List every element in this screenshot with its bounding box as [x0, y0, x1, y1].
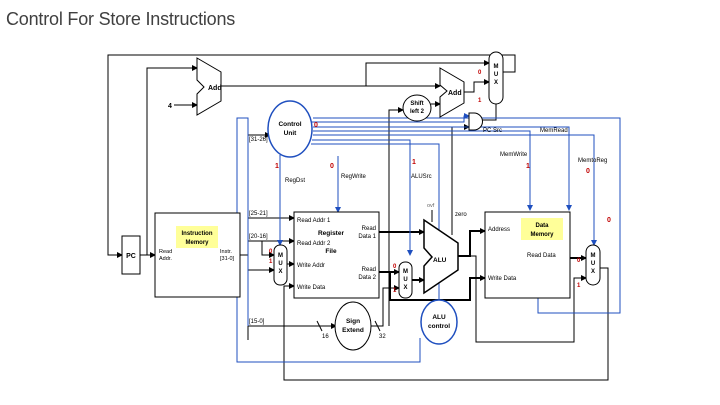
value-regdst-mux-0: 0	[269, 249, 273, 255]
control-signal-values: 0 1 0 1 1 0 0 0 1 0 1 0 1 0 1	[269, 70, 611, 294]
value-mem-write: 1	[526, 163, 530, 170]
shift-line-2: left 2	[410, 109, 425, 115]
instruction-memory-instr: Instr.[31-0]	[220, 249, 235, 262]
pc-adder: Add 4	[168, 57, 222, 116]
shift-left-2: Shift left 2	[402, 94, 432, 122]
ctrl-alusrc	[312, 139, 413, 256]
width-32: 32	[379, 334, 386, 340]
bit-labels: [31-26] [25-21] [20-16] [15-0]	[249, 137, 268, 325]
label-mem-read: MemRead	[540, 128, 568, 134]
value-reg-dst: 1	[275, 163, 279, 170]
wire-instruction-bus	[240, 254, 249, 340]
label-mem-to-reg: MemtoReg	[578, 158, 607, 164]
label-pc-src: PC Src	[483, 128, 502, 134]
data-memory-write-data: Write Data	[488, 276, 517, 282]
wire-next-pc	[107, 54, 516, 258]
wire-branch-target	[464, 79, 490, 93]
value-pc-mux-1: 1	[478, 98, 482, 104]
wire-store-data	[389, 272, 486, 301]
value-pc-mux-0: 0	[478, 70, 482, 76]
shift-line-1: Shift	[410, 101, 423, 107]
value-regdst-mux-1: 1	[269, 259, 273, 265]
pc-register: PC	[121, 235, 141, 275]
branch-adder: Add	[439, 67, 465, 118]
wire-20-16-to-mux	[261, 241, 275, 258]
data-memory-read-data: Read Data	[527, 253, 556, 259]
label-31-26: [31-26]	[249, 137, 268, 143]
value-mem-read: 0	[607, 217, 611, 224]
wire-writeback	[283, 267, 609, 381]
label-20-16: [20-16]	[249, 234, 268, 240]
wire-alu-bypass	[470, 255, 587, 343]
alu-zero-label: zero	[455, 212, 467, 218]
value-reg-write: 0	[330, 163, 334, 170]
label-reg-dst: RegDst	[285, 178, 305, 184]
reg-write-addr: Write Addr	[297, 263, 325, 269]
width-16: 16	[322, 334, 329, 340]
value-alu-src: 1	[412, 159, 416, 166]
ctrl-memwrite	[313, 130, 533, 211]
control-signal-names: PC Src MemRead MemWrite MemtoReg RegDst …	[285, 128, 607, 184]
wire-pc-to-add	[146, 65, 198, 255]
value-memtoreg-mux-1: 1	[577, 283, 581, 289]
label-reg-write: RegWrite	[341, 174, 367, 180]
alu-ovf-label: ovf	[427, 203, 435, 209]
alu: ALU ovf zero	[423, 203, 467, 295]
value-alusrc-mux-1: 1	[393, 288, 397, 294]
slide-title: Control For Store Instructions	[6, 9, 236, 29]
ctrl-alu-op-loop	[313, 117, 621, 314]
pc-adder-label: Add	[208, 85, 222, 92]
branch-and-gate	[468, 112, 483, 131]
pc-label: PC	[126, 253, 136, 260]
ctrl-branch	[312, 113, 470, 123]
reg-write-data: Write Data	[297, 285, 326, 291]
alu-label: ALU	[433, 257, 447, 264]
label-mem-write: MemWrite	[500, 152, 528, 158]
label-alu-src: ALUSrc	[411, 174, 432, 180]
wire-zero	[451, 124, 470, 235]
value-branch: 0	[314, 122, 318, 129]
label-15-0: [15-0]	[249, 319, 265, 325]
register-file: Read Addr 1 Read Addr 2 Write Addr Write…	[293, 211, 380, 299]
wire-imm-to-shift	[388, 107, 404, 326]
constant-four: 4	[168, 103, 172, 110]
shift-left-label: Shift left 2	[410, 101, 425, 115]
value-mem-to-reg: 0	[586, 168, 590, 175]
wire-alu-result	[458, 228, 486, 257]
reg-read-addr-1: Read Addr 1	[297, 218, 331, 224]
label-25-21: [25-21]	[249, 211, 268, 217]
reg-read-addr-2: Read Addr 2	[297, 241, 331, 247]
data-memory-address: Address	[488, 227, 510, 233]
wire-pc-plus-4	[221, 60, 490, 87]
value-alusrc-mux-0: 0	[393, 264, 397, 270]
branch-adder-label: Add	[448, 90, 462, 97]
ctrl-memtoreg	[313, 134, 597, 246]
ctrl-memread	[313, 126, 572, 211]
value-memtoreg-mux-0: 0	[577, 258, 581, 264]
